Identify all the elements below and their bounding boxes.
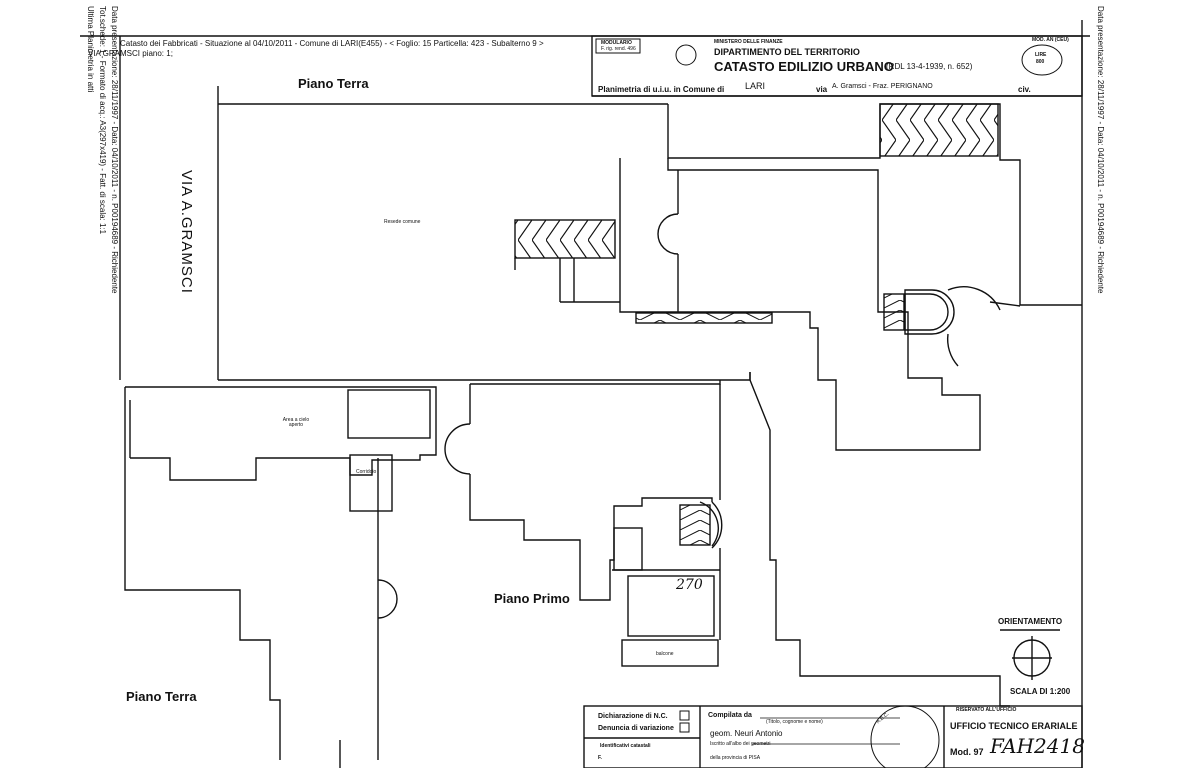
comune-value: LARI (745, 81, 766, 91)
ministry-label: MINISTERO DELLE FINANZE (714, 39, 783, 45)
mod-label: Mod. 97 (950, 747, 984, 757)
compilata-sub: (Titolo, cognome e nome) (766, 719, 823, 725)
piano-primo-label: Piano Primo (494, 591, 570, 606)
planimetria-prefix: Planimetria di u.i.u. in Comune di (598, 85, 725, 94)
modulario-label: MODULARIO (601, 40, 632, 46)
identificativi-label: Identificativi catastali (600, 743, 651, 749)
margin-info-right: Data presentazione: 28/11/1997 - Data: 0… (1096, 6, 1105, 294)
law-reference: (RDL 13-4-1939, n. 652) (886, 62, 973, 71)
catasto-title: CATASTO EDILIZIO URBANO (714, 59, 894, 74)
compilata-label: Compilata da (708, 712, 752, 719)
handwritten-number: 270 (676, 577, 703, 593)
ufficio-label: UFFICIO TECNICO ERARIALE (950, 721, 1078, 731)
margin-info-line2: Tot.schede: 1 - Formato di acq.: A3(297x… (98, 6, 107, 235)
scala-label: SCALA DI 1:200 (1010, 687, 1071, 696)
balcone-label: balcone (656, 651, 674, 657)
modulario-sub: F. rig. rend. 496 (601, 46, 636, 52)
piano-terra-label-bottom: Piano Terra (126, 689, 197, 704)
piano-terra-label-top: Piano Terra (298, 76, 369, 91)
catasto-header-line2: VIA GRAMSCI piano: 1; (88, 49, 173, 58)
street-label: VIA A.GRAMSCI (178, 170, 195, 294)
via-label: via (816, 85, 828, 94)
dich-nc-label: Dichiarazione di N.C. (598, 713, 668, 720)
provincia-label: della provincia di PISA (710, 755, 761, 761)
via-value: A. Gramsci - Fraz. PERIGNANO (832, 83, 933, 90)
civ-label: civ. (1018, 85, 1031, 94)
lire-label: LIRE (1035, 52, 1047, 58)
model-label: MOD. AN (CEU) (1032, 37, 1069, 43)
catasto-header-line1: Catasto dei Fabbricati - Situazione al 0… (120, 39, 544, 48)
riservato-label: RISERVATO ALL'UFFICIO (956, 707, 1017, 713)
lire-value: 800 (1036, 59, 1045, 65)
orientamento-label: ORIENTAMENTO (998, 617, 1063, 626)
denuncia-label: Denuncia di variazione (598, 725, 674, 732)
iscritto-label: Iscritto all'albo dei geometri (710, 741, 771, 747)
area-open-label: Area a cielo aperto (282, 417, 310, 428)
f-label: F. (598, 755, 602, 761)
department-label: DIPARTIMENTO DEL TERRITORIO (714, 47, 860, 57)
geometra-name: geom. Neuri Antonio (710, 729, 783, 738)
resede-comune-label: Resede comune (384, 219, 421, 225)
corridoio-label: Corridoio (356, 469, 377, 475)
handwritten-code: FAH2418 (990, 734, 1085, 758)
